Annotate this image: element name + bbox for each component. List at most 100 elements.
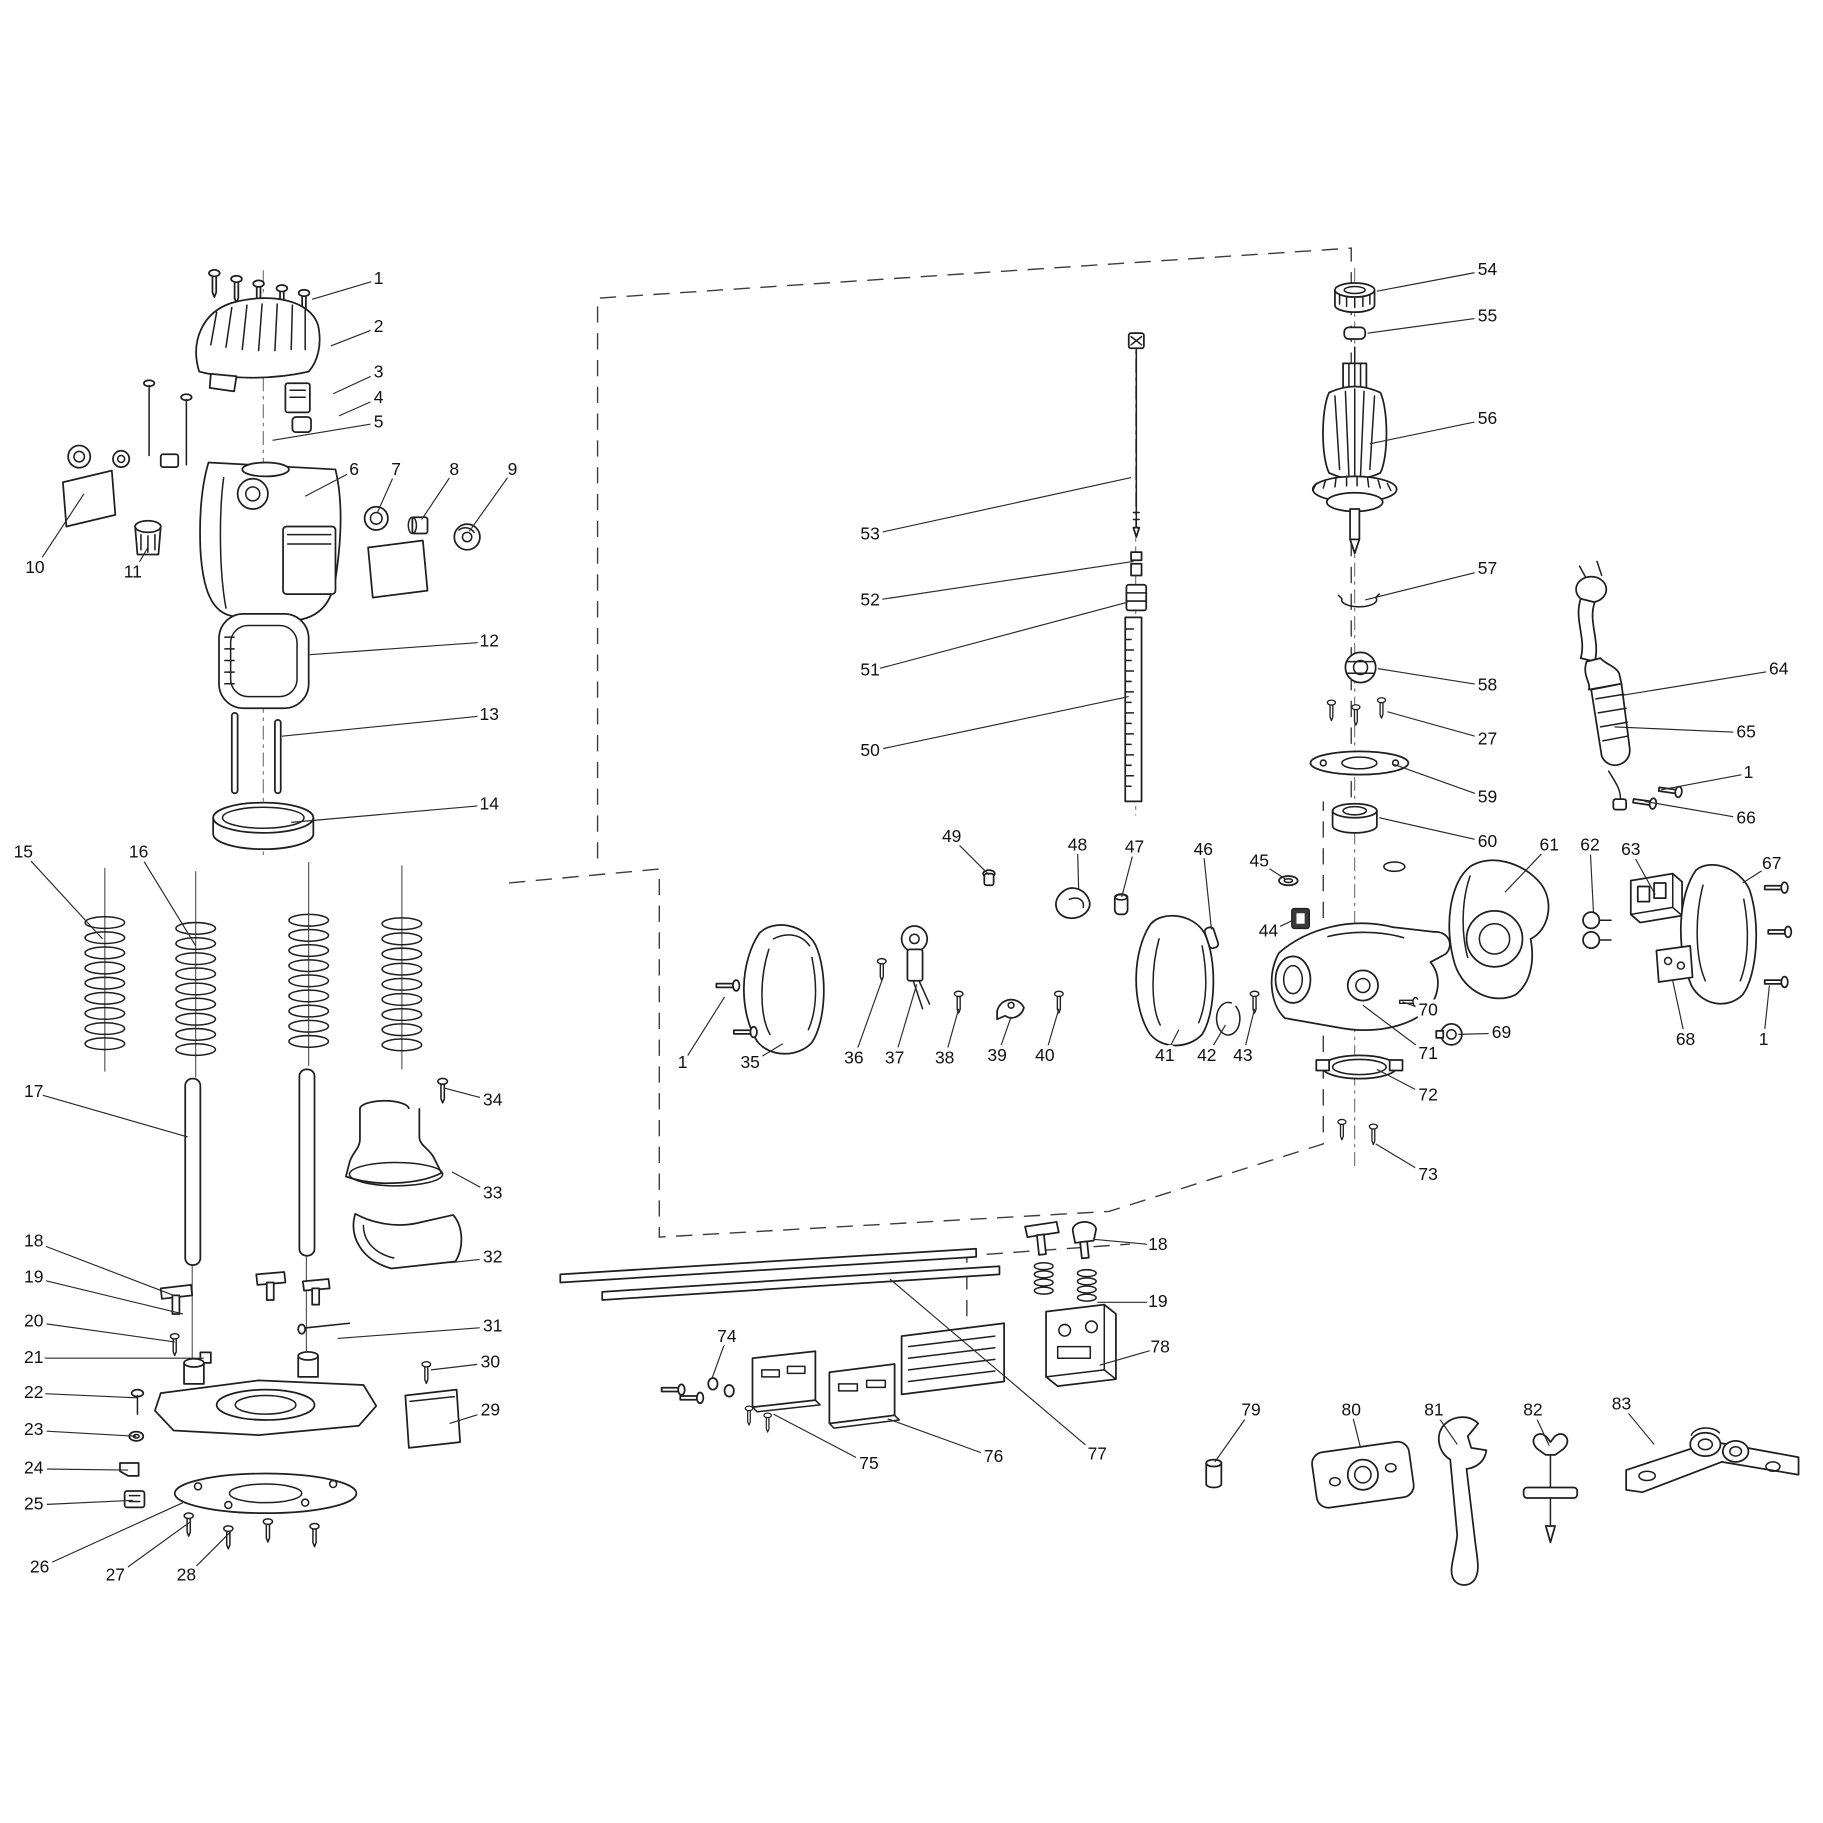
- leader-line-59-part-59: [1392, 763, 1488, 799]
- leader-line-74-part-71: [1362, 1004, 1429, 1055]
- leader-line-79-part-74: [711, 1337, 728, 1380]
- leader-line-32-part-33: [451, 1171, 494, 1195]
- part-callout-50-part-51: 51: [860, 660, 879, 680]
- part-callout-64-part-64: 64: [1769, 658, 1789, 678]
- part-29-template-guide-plate: [404, 1388, 461, 1449]
- part-79-sleeve: [1205, 1458, 1223, 1489]
- part-callout-76-part-73: 73: [1418, 1164, 1437, 1184]
- part-callout-1-part-2: 2: [374, 316, 384, 336]
- leader-line-12-part-13: [281, 714, 490, 737]
- part-64-power-plug: [1575, 560, 1608, 663]
- part-callout-10-part-11: 11: [124, 562, 142, 582]
- part-callout-74-part-71: 71: [1418, 1043, 1437, 1063]
- part-callout-42-part-43: 43: [1233, 1045, 1252, 1065]
- part-48-lock-lever: [1055, 887, 1091, 920]
- leader-line-37-part-38: [944, 1008, 960, 1060]
- part-2-motor-cap: [195, 297, 321, 393]
- part-callout-86-part-81: 81: [1424, 1399, 1443, 1419]
- leader-line-76-part-73: [1375, 1143, 1429, 1176]
- part-callout-77-part-18: 18: [1148, 1234, 1167, 1254]
- leader-line-23-part-24: [33, 1468, 129, 1471]
- part-callout-75-part-72: 72: [1418, 1085, 1437, 1105]
- part-callout-4-part-5: 5: [374, 411, 384, 431]
- leader-line-6-part-7: [376, 470, 397, 513]
- part-53-threaded-rod: [1127, 332, 1145, 538]
- part-35-left-handle: [743, 924, 825, 1055]
- part-callout-3-part-4: 4: [374, 387, 384, 407]
- leader-line-54-part-55: [1367, 316, 1488, 334]
- part-60-lower-bearing: [1331, 802, 1378, 834]
- leader-line-15-part-16: [138, 852, 197, 947]
- leader-line-46-part-47: [1121, 847, 1136, 898]
- part-18-19-clamp-knobs: [159, 1271, 331, 1315]
- part-80-adapter-plate: [1311, 1440, 1415, 1509]
- leader-line-24-part-25: [33, 1499, 133, 1506]
- part-callout-46-part-47: 47: [1125, 837, 1144, 857]
- leader-line-87-part-82: [1532, 1410, 1550, 1446]
- part-callout-26-part-27: 27: [106, 1565, 125, 1585]
- part-callout-53-part-54: 54: [1478, 259, 1498, 279]
- leader-line-35-part-36: [853, 980, 883, 1060]
- leader-line-11-part-12: [309, 641, 490, 656]
- part-callout-9-part-10: 10: [25, 557, 45, 577]
- leader-line-2-part-3: [332, 372, 379, 395]
- part-28-sub-base-plate: [173, 1472, 358, 1515]
- leader-line-30-part-31: [337, 1326, 493, 1340]
- leader-line-14-part-15: [22, 852, 103, 940]
- part-callout-29-part-30: 30: [481, 1351, 501, 1371]
- leader-line-57-part-58: [1377, 668, 1488, 687]
- part-69-knob-bolt: [1435, 1023, 1463, 1046]
- leader-line-5-part-6: [304, 470, 355, 497]
- o-ring: [1383, 861, 1406, 873]
- leader-line-43-part-44: [1268, 919, 1294, 933]
- leader-line-36-part-37: [894, 984, 918, 1060]
- leader-line-25-part-26: [39, 1502, 184, 1569]
- leader-line-8-part-9: [468, 470, 514, 532]
- part-callout-27-part-28: 28: [177, 1565, 196, 1585]
- part-72-clamp-collar: [1315, 1054, 1404, 1080]
- part-5-long-screws: [142, 379, 193, 466]
- part-callout-59-part-59: 59: [1478, 787, 1497, 807]
- part-callout-31-part-32: 32: [483, 1247, 502, 1267]
- part-83-edge-guide: [1625, 1427, 1800, 1494]
- part-callout-43-part-44: 44: [1259, 920, 1279, 940]
- part-callout-16-part-17: 17: [24, 1081, 43, 1101]
- leader-line-48-part-49: [951, 837, 990, 876]
- part-callout-21-part-22: 22: [24, 1382, 43, 1402]
- leader-line-55-part-56: [1369, 418, 1488, 445]
- part-callout-36-part-37: 37: [885, 1047, 904, 1067]
- part-callout-38-part-39: 39: [987, 1045, 1006, 1065]
- part-50-depth-scale: [1124, 616, 1143, 803]
- leader-line-66-part-1: [1660, 772, 1749, 791]
- part-callout-17-part-18: 18: [24, 1230, 43, 1250]
- part-callout-25-part-26: 26: [30, 1557, 49, 1577]
- part-callout-44-part-45: 45: [1249, 851, 1268, 871]
- part-callout-61-part-61: 61: [1540, 834, 1559, 854]
- part-callout-14-part-15: 15: [14, 841, 33, 861]
- part-callout-66-part-1: 1: [1744, 762, 1754, 782]
- fence-casting: [900, 1322, 1005, 1396]
- part-callout-69-part-68: 68: [1676, 1029, 1695, 1049]
- leader-line-42-part-43: [1242, 1008, 1256, 1057]
- leader-line-31-part-32: [449, 1257, 493, 1264]
- part-callout-70-part-1: 1: [1759, 1029, 1769, 1049]
- leader-line-49-part-50: [870, 696, 1129, 752]
- part-49-pin: [982, 869, 996, 887]
- part-callout-23-part-24: 24: [24, 1457, 44, 1477]
- part-callout-11-part-12: 12: [480, 630, 499, 650]
- part-callout-18-part-19: 19: [24, 1266, 43, 1286]
- leader-line-13-part-14: [291, 804, 490, 823]
- part-39-lock-lever: [996, 998, 1025, 1021]
- part-78-guide-bracket: [1045, 1303, 1117, 1388]
- part-callout-20-part-21: 21: [24, 1347, 43, 1367]
- leader-line-50-part-51: [869, 601, 1128, 672]
- leader-line-82-part-77: [889, 1278, 1098, 1456]
- part-26-router-base: [154, 1350, 378, 1436]
- leader-line-44-part-45: [1258, 861, 1287, 880]
- part-callout-47-part-48: 48: [1068, 834, 1087, 854]
- nameplate-sticker: [367, 539, 429, 599]
- part-callout-80-part-75: 75: [859, 1453, 878, 1473]
- part-callout-8-part-9: 9: [508, 459, 518, 479]
- part-callout-62-part-62: 62: [1580, 834, 1599, 854]
